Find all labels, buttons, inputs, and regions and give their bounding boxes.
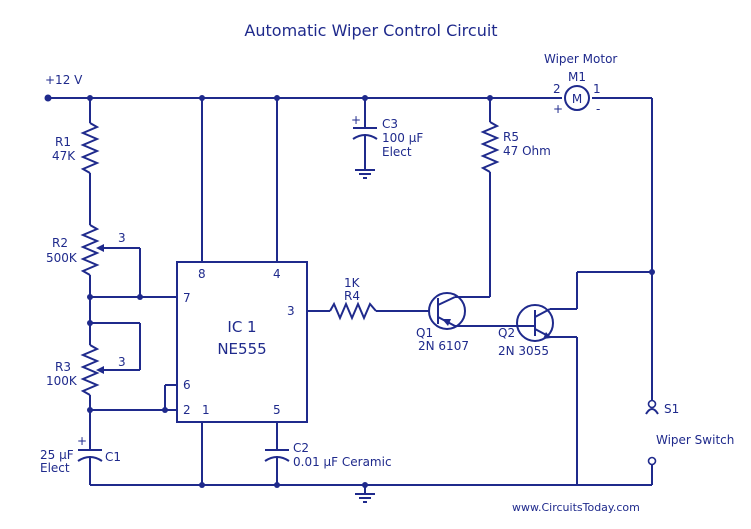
ic-name: IC 1 [227,318,256,336]
c1-plus: + [77,434,87,448]
resistor-r5 [480,98,500,297]
capacitor-c2 [264,449,290,485]
r1-name: R1 [55,135,71,149]
r4-name: R4 [344,289,360,303]
r3-value: 100K [46,374,78,388]
resistor-r1 [80,98,100,225]
motor-symbol: M [572,92,582,106]
r5-value: 47 Ohm [503,144,551,158]
c3-value: 100 µF [382,131,423,145]
c1-type: Elect [40,461,70,475]
r3-name: R3 [55,360,71,374]
c2-value: 0.01 µF Ceramic [293,455,392,469]
c3-type: Elect [382,145,412,159]
potentiometer-r3 [80,320,141,410]
transistor-q1 [428,292,535,330]
ic-ne555 [176,98,308,485]
c1-name: C1 [105,450,121,464]
motor-plus: + [553,102,563,116]
ic-pin-3: 3 [287,304,295,318]
r2-name: R2 [52,236,68,250]
ic-pin-2: 2 [183,403,191,417]
ic-pin-7: 7 [183,291,191,305]
supply-rail [44,94,653,400]
diagram-title: Automatic Wiper Control Circuit [244,21,497,40]
c1-value: 25 µF [40,448,74,462]
wiper-motor-m1 [490,85,590,111]
ic-pin-5: 5 [273,403,281,417]
motor-pin-2: 2 [553,82,561,96]
ic-pin-1: 1 [202,403,210,417]
ground-rail [90,464,653,503]
resistor-r4 [307,301,430,321]
q2-name: Q2 [498,326,515,340]
ic-part: NE555 [217,340,266,358]
motor-title: Wiper Motor [544,52,617,66]
capacitor-c1 [77,410,103,485]
potentiometer-r2 [80,224,141,297]
ic-pin-6: 6 [183,378,191,392]
motor-minus: - [596,102,600,116]
motor-pin-1: 1 [593,82,601,96]
supply-label: +12 V [45,73,83,87]
capacitor-c3 [352,98,378,179]
switch-name: S1 [664,402,679,416]
r3-wiper-pin: 3 [118,355,126,369]
motor-name: M1 [568,70,586,84]
c2-name: C2 [293,441,309,455]
r4-value: 1K [344,276,361,290]
r5-name: R5 [503,130,519,144]
r1-value: 47K [52,149,76,163]
switch-label: Wiper Switch [656,433,734,447]
c3-plus: + [351,113,361,127]
q1-name: Q1 [416,326,433,340]
wiper-switch-s1 [645,399,659,466]
website-credit: www.CircuitsToday.com [512,501,640,514]
q1-part: 2N 6107 [418,339,469,353]
q2-part: 2N 3055 [498,344,549,358]
ic-pin-8: 8 [198,267,206,281]
r2-wiper-pin: 3 [118,231,126,245]
r2-value: 500K [46,251,78,265]
ic-pin-4: 4 [273,267,281,281]
transistor-q2 [516,269,655,485]
c3-name: C3 [382,117,398,131]
